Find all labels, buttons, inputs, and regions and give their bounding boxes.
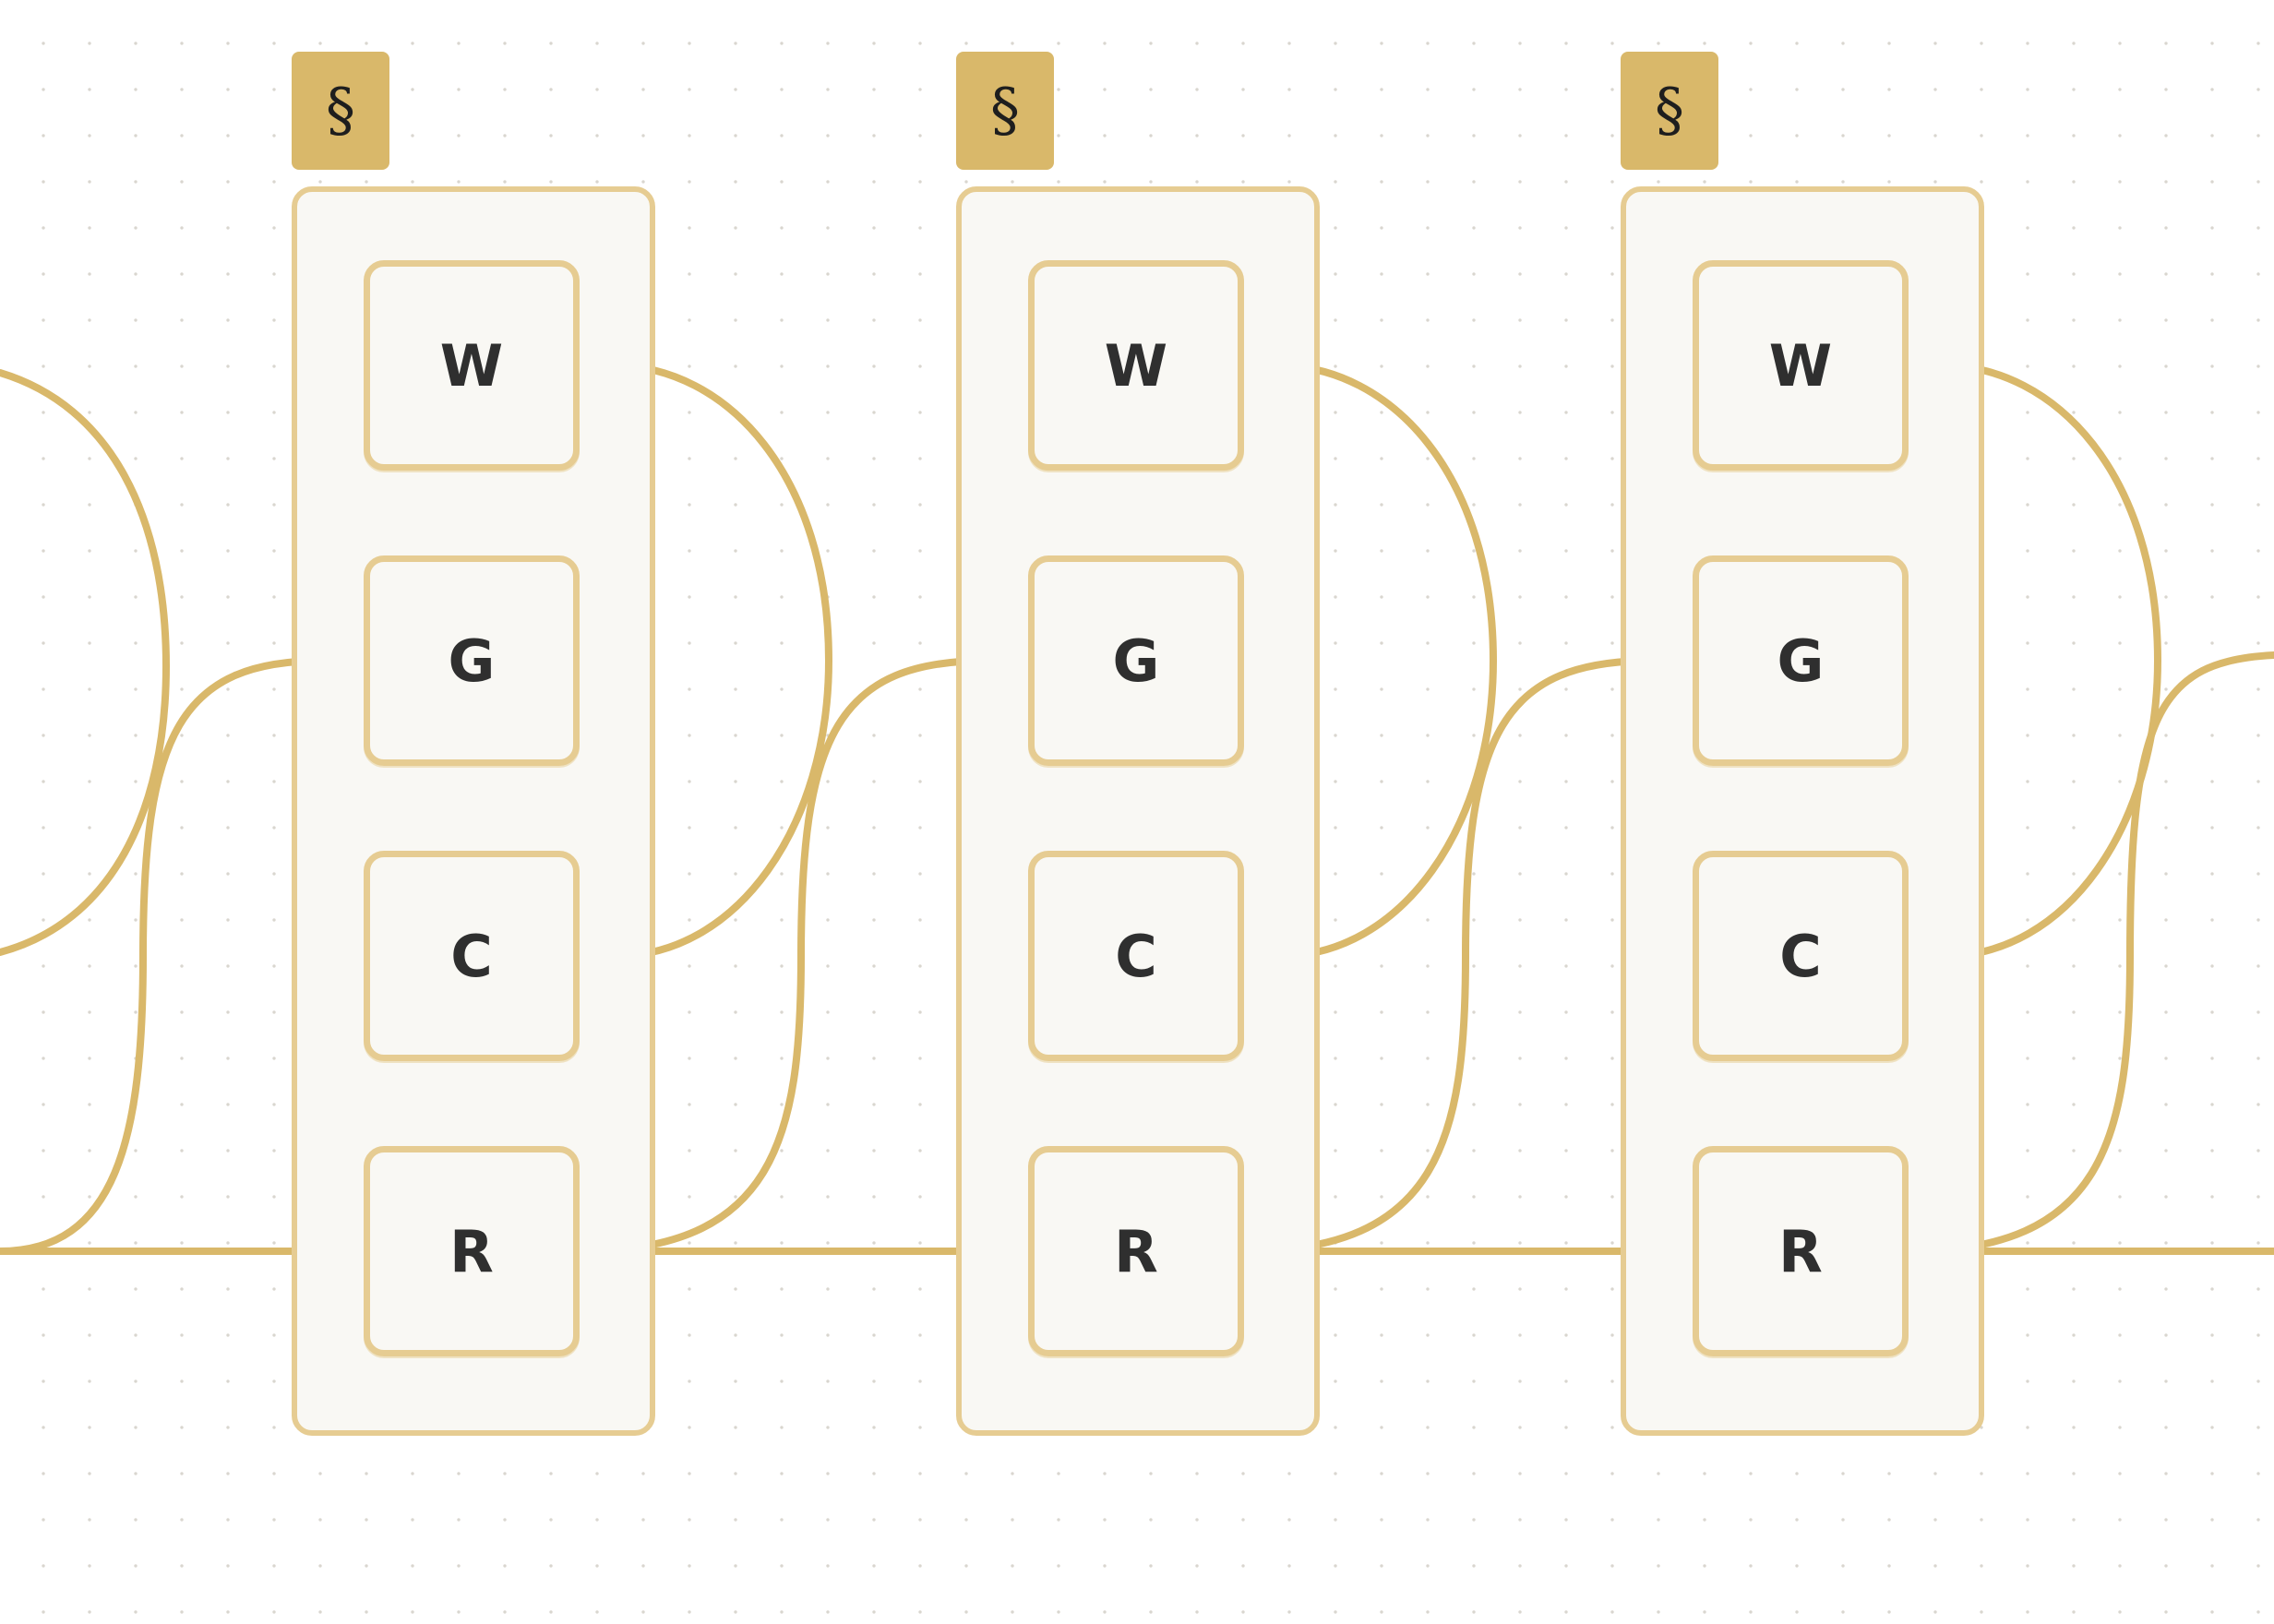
loop-edge — [576, 362, 833, 960]
node-g[interactable]: G — [1693, 555, 1909, 766]
link-edge — [0, 657, 327, 1255]
section-badge: § — [956, 52, 1054, 170]
node-g[interactable]: G — [364, 555, 580, 766]
offscreen-loop-edge — [0, 369, 171, 956]
node-r[interactable]: R — [364, 1146, 580, 1356]
node-w[interactable]: W — [364, 260, 580, 471]
offscreen-link-edge — [1905, 651, 2274, 1255]
section-badge: § — [1621, 52, 1718, 170]
node-r[interactable]: R — [1028, 1146, 1244, 1356]
node-c[interactable]: C — [1693, 851, 1909, 1061]
node-r[interactable]: R — [1693, 1146, 1909, 1356]
node-c[interactable]: C — [364, 851, 580, 1061]
node-w[interactable]: W — [1028, 260, 1244, 471]
node-c[interactable]: C — [1028, 851, 1244, 1061]
section-badge: § — [292, 52, 389, 170]
loop-edge — [1905, 362, 2162, 960]
node-w[interactable]: W — [1693, 260, 1909, 471]
node-g[interactable]: G — [1028, 555, 1244, 766]
link-edge — [1240, 657, 1656, 1255]
link-edge — [576, 657, 991, 1255]
loop-edge — [1240, 362, 1498, 960]
